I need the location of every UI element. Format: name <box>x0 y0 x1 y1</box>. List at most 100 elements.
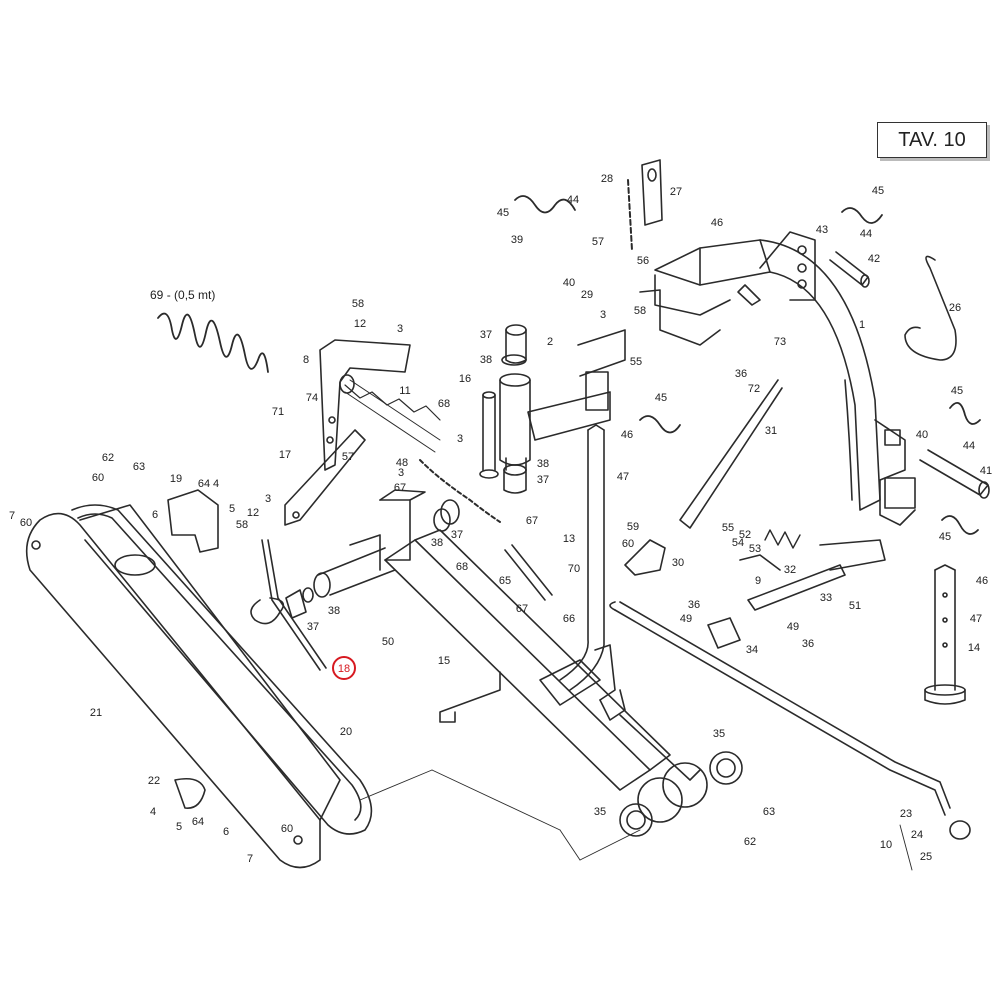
callout-66: 66 <box>563 613 575 625</box>
callout-53: 53 <box>749 543 761 555</box>
callout-63: 63 <box>133 461 145 473</box>
callout-40: 40 <box>563 277 575 289</box>
callout-19: 19 <box>170 473 182 485</box>
callout-9: 9 <box>755 575 761 587</box>
callout-5: 5 <box>229 503 235 515</box>
callout-38: 38 <box>480 354 492 366</box>
callout-13: 13 <box>563 533 575 545</box>
callout-58: 58 <box>236 519 248 531</box>
callout-24: 24 <box>911 829 923 841</box>
callout-64: 64 <box>198 478 210 490</box>
chain-28 <box>627 179 633 251</box>
callout-62: 62 <box>102 452 114 464</box>
leader-lines <box>359 769 913 871</box>
drive-belt-20 <box>71 504 373 835</box>
callout-37: 37 <box>307 621 319 633</box>
callout-28: 28 <box>601 173 613 185</box>
callout-46: 46 <box>711 217 723 229</box>
rod-10 <box>609 601 951 816</box>
bracket-17 <box>284 429 366 526</box>
callout-3: 3 <box>600 309 606 321</box>
shaft-42 <box>829 251 870 288</box>
callout-44: 44 <box>860 228 872 240</box>
callout-10: 10 <box>880 839 892 851</box>
callout-64: 64 <box>192 816 204 828</box>
callout-43: 43 <box>816 224 828 236</box>
callout-50: 50 <box>382 636 394 648</box>
callout-44: 44 <box>963 440 975 452</box>
callout-2: 2 <box>547 336 553 348</box>
callout-37: 37 <box>451 529 463 541</box>
callout-60: 60 <box>92 472 104 484</box>
callout-37: 37 <box>537 474 549 486</box>
bearing-35-upper <box>709 751 743 785</box>
callout-27: 27 <box>670 186 682 198</box>
callout-65: 65 <box>499 575 511 587</box>
callout-60: 60 <box>281 823 293 835</box>
callout-55: 55 <box>630 356 642 368</box>
callout-70: 70 <box>568 563 580 575</box>
callout-57: 57 <box>342 451 354 463</box>
callout-67: 67 <box>516 603 528 615</box>
tension-spring-11 <box>339 374 441 453</box>
callout-46: 46 <box>976 575 988 587</box>
callout-57: 57 <box>592 236 604 248</box>
callout-15: 15 <box>438 655 450 667</box>
callout-31: 31 <box>765 425 777 437</box>
callout-55: 55 <box>722 522 734 534</box>
callout-62: 62 <box>744 836 756 848</box>
callout-36: 36 <box>735 368 747 380</box>
callout-6: 6 <box>223 826 229 838</box>
callout-49: 49 <box>787 621 799 633</box>
callout-74: 74 <box>306 392 318 404</box>
callout-38: 38 <box>537 458 549 470</box>
callout-56: 56 <box>637 255 649 267</box>
callout-16: 16 <box>459 373 471 385</box>
callout-30: 30 <box>672 557 684 569</box>
callout-35: 35 <box>594 806 606 818</box>
callout-36: 36 <box>688 599 700 611</box>
callout-17: 17 <box>279 449 291 461</box>
callout-68: 68 <box>456 561 468 573</box>
callout-36: 36 <box>802 638 814 650</box>
callout-6: 6 <box>152 509 158 521</box>
chain-45-group <box>514 195 981 535</box>
callout-layer: 1 2 3 3 3 3 3 4 4 5 5 6 6 7 7 8 9 10 11 … <box>9 173 992 865</box>
belt-guard-21 <box>25 504 341 869</box>
callout-44: 44 <box>567 194 579 206</box>
callout-26: 26 <box>949 302 961 314</box>
rotor-tube-assembly <box>285 499 460 619</box>
support-bar-9 <box>739 539 886 611</box>
spring-note: 69 - (0,5 mt) <box>150 288 215 302</box>
callout-3: 3 <box>265 493 271 505</box>
callout-20: 20 <box>340 726 352 738</box>
callout-7: 7 <box>9 510 15 522</box>
callout-11: 11 <box>399 385 410 397</box>
callout-72: 72 <box>748 383 760 395</box>
main-frame-part <box>639 231 916 526</box>
callout-60: 60 <box>20 517 32 529</box>
turnbuckle-65 <box>504 544 553 601</box>
callout-3: 3 <box>398 467 404 479</box>
callout-71: 71 <box>272 406 284 418</box>
callout-33: 33 <box>820 592 832 604</box>
callout-54: 54 <box>732 537 744 549</box>
link-plate-27 <box>641 159 663 226</box>
callout-21: 21 <box>90 707 102 719</box>
callout-25: 25 <box>920 851 932 863</box>
callout-45: 45 <box>872 185 884 197</box>
callout-58: 58 <box>634 305 646 317</box>
callout-68: 68 <box>438 398 450 410</box>
cover-19 <box>167 489 219 553</box>
sheet-title-box: TAV. 10 <box>877 122 987 158</box>
callout-7: 7 <box>247 853 253 865</box>
callout-4: 4 <box>150 806 156 818</box>
shaft-41 <box>919 449 990 499</box>
callout-38: 38 <box>431 537 443 549</box>
bracket-8 <box>319 339 411 471</box>
headstock-part <box>499 324 626 494</box>
spring-69 <box>157 312 269 373</box>
callout-41: 41 <box>980 465 992 477</box>
